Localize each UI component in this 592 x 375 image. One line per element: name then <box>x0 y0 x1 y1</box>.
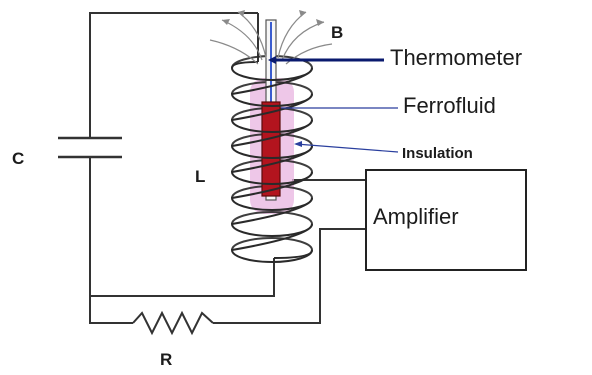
ferrofluid-label: Ferrofluid <box>403 93 496 118</box>
annotation-pointers <box>268 56 399 153</box>
wire-resistor-left <box>89 296 133 324</box>
thermometer-label: Thermometer <box>390 45 523 70</box>
insulation-pointer <box>295 143 399 153</box>
resistor <box>132 310 214 336</box>
wire-top-left <box>89 12 258 138</box>
insulation-pointer-head <box>294 141 302 147</box>
resistor-label: R <box>160 350 173 369</box>
amplifier-label: Amplifier <box>373 204 459 229</box>
amplifier-box <box>365 169 527 271</box>
wire-bottom-left <box>89 157 275 297</box>
insulation-label: Insulation <box>402 145 473 162</box>
field-arrowheads <box>222 10 324 26</box>
capacitor-label: C <box>12 149 25 168</box>
coil-front <box>230 61 313 263</box>
ferrofluid-column <box>261 101 281 197</box>
inductor-label: L <box>195 167 206 186</box>
magnetic-field-label: B <box>331 23 344 42</box>
capacitor <box>58 136 122 159</box>
thermometer-pointer-head <box>268 56 276 64</box>
wire-resistor-right <box>213 228 366 324</box>
